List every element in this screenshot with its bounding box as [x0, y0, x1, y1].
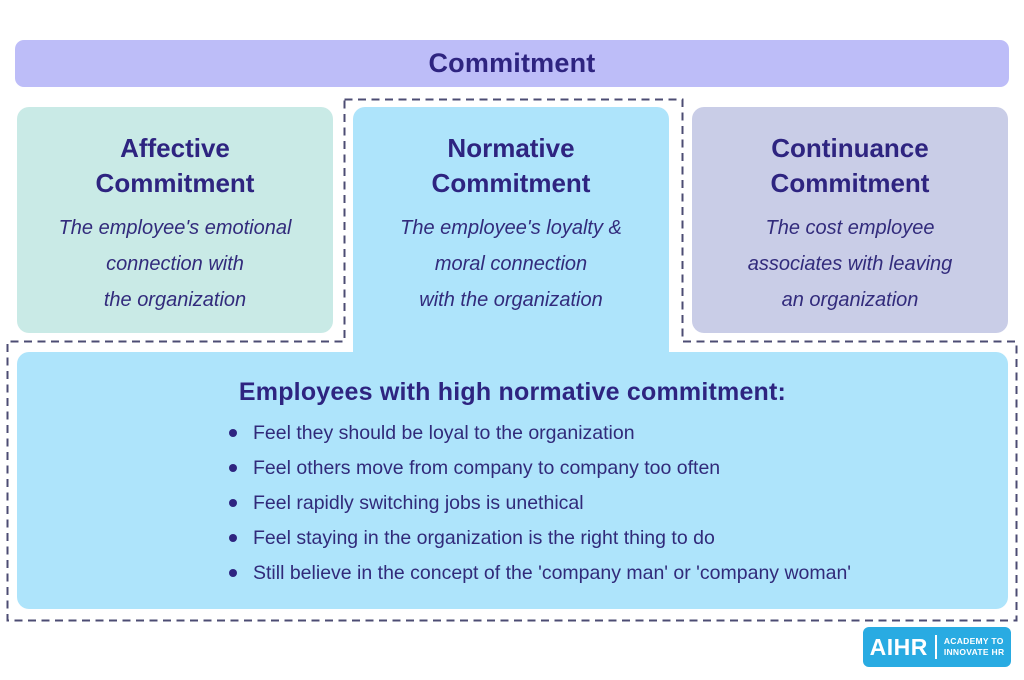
affective-commitment-box: Affective Commitment The employee's emot…: [17, 107, 333, 333]
list-item-text: Feel staying in the organization is the …: [253, 527, 715, 549]
list-item-text: Feel they should be loyal to the organiz…: [253, 422, 635, 444]
affective-heading-line2: Commitment: [95, 168, 255, 199]
normative-desc-line3: with the organization: [419, 289, 603, 312]
continuance-desc-line3: an organization: [781, 289, 919, 312]
list-item: Feel they should be loyal to the organiz…: [226, 422, 1008, 444]
list-item: Feel others move from company to company…: [226, 457, 1008, 479]
bullet-dot-icon: [229, 429, 237, 437]
normative-bullet-list: Feel they should be loyal to the organiz…: [226, 422, 1008, 584]
bullet-dot-icon: [229, 464, 237, 472]
affective-desc-line2: connection with: [106, 253, 244, 276]
continuance-desc-line2: associates with leaving: [747, 253, 953, 276]
continuance-heading: Continuance Commitment: [702, 131, 998, 201]
bullet-dot-icon: [229, 534, 237, 542]
normative-heading-line2: Commitment: [431, 168, 591, 199]
aihr-logo: AIHR ACADEMY TO INNOVATE HR: [863, 627, 1011, 667]
normative-desc-line1: The employee's loyalty &: [400, 217, 622, 240]
panel-heading: Employees with high normative commitment…: [238, 378, 787, 406]
list-item-text: Feel rapidly switching jobs is unethical: [253, 492, 584, 514]
list-item-text: Still believe in the concept of the 'com…: [253, 562, 852, 584]
continuance-heading-line1: Continuance: [771, 133, 929, 163]
normative-desc-line2: moral connection: [434, 253, 588, 276]
continuance-desc-line1: The cost employee: [765, 217, 935, 240]
affective-desc-line3: the organization: [103, 289, 247, 312]
commitment-title: Commitment: [428, 48, 596, 78]
normative-heading-line1: Normative: [447, 133, 575, 163]
normative-heading: Normative Commitment: [363, 131, 659, 201]
list-item: Feel rapidly switching jobs is unethical: [226, 492, 1008, 514]
affective-heading-line1: Affective: [120, 133, 230, 163]
list-item-text: Feel others move from company to company…: [253, 457, 721, 479]
affective-desc-line1: The employee's emotional: [58, 217, 292, 240]
aihr-logo-tagline-line1: ACADEMY TO: [943, 636, 1004, 647]
aihr-logo-divider: [934, 635, 937, 659]
normative-details-panel: Employees with high normative commitment…: [17, 352, 1008, 609]
affective-heading: Affective Commitment: [27, 131, 323, 201]
continuance-heading-line2: Commitment: [770, 168, 930, 199]
bullet-dot-icon: [229, 569, 237, 577]
continuance-description: The cost employee associates with leavin…: [698, 210, 1002, 318]
list-item: Feel staying in the organization is the …: [226, 527, 1008, 549]
affective-description: The employee's emotional connection with…: [23, 210, 327, 318]
aihr-logo-tagline: ACADEMY TO INNOVATE HR: [944, 636, 1005, 657]
continuance-commitment-box: Continuance Commitment The cost employee…: [692, 107, 1008, 333]
normative-commitment-box: Normative Commitment The employee's loya…: [353, 107, 669, 359]
aihr-logo-brand: AIHR: [869, 633, 928, 660]
commitment-title-bar: Commitment: [15, 40, 1009, 87]
aihr-logo-tagline-line2: INNOVATE HR: [943, 647, 1005, 657]
bullet-dot-icon: [229, 499, 237, 507]
list-item: Still believe in the concept of the 'com…: [226, 562, 1008, 584]
normative-description: The employee's loyalty & moral connectio…: [359, 210, 663, 318]
